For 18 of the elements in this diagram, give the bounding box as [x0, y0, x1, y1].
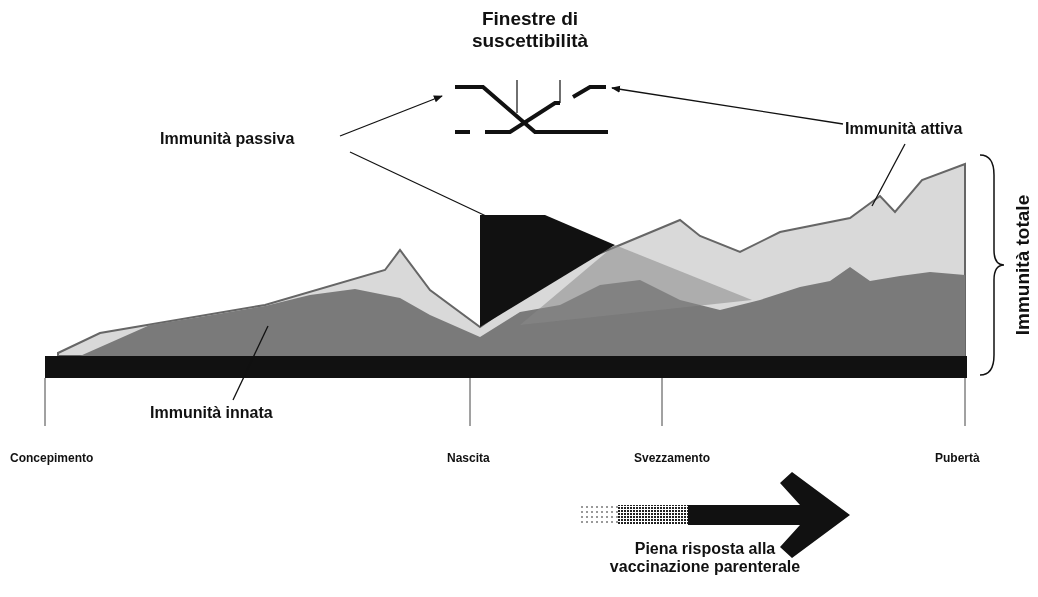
timeline-label: Concepimento: [10, 452, 94, 466]
callout-text: Immunità attiva: [845, 120, 1038, 139]
callout-text: Immunità innata: [150, 404, 350, 423]
callout-text: Immunità passiva: [160, 130, 360, 149]
leader-line: [349, 151, 487, 217]
timeline-bar: [45, 356, 967, 378]
arrow-caption: Piena risposta alla vaccinazione parenterale: [608, 540, 802, 577]
leader-line: [871, 143, 906, 207]
timeline-label: Svezzamento: [634, 452, 711, 466]
diagram-title: Finestre di suscettibilità: [455, 8, 605, 52]
arrow: [339, 95, 443, 137]
axis-label: Immunità totale: [1012, 194, 1034, 336]
arrow: [611, 85, 844, 125]
susceptibility-window-drawing: [453, 79, 608, 134]
timeline-label: Pubertà: [935, 452, 980, 466]
timeline-label: Nascita: [447, 452, 490, 466]
leader-line: [232, 325, 269, 401]
passive-immunity-area: [480, 215, 752, 327]
